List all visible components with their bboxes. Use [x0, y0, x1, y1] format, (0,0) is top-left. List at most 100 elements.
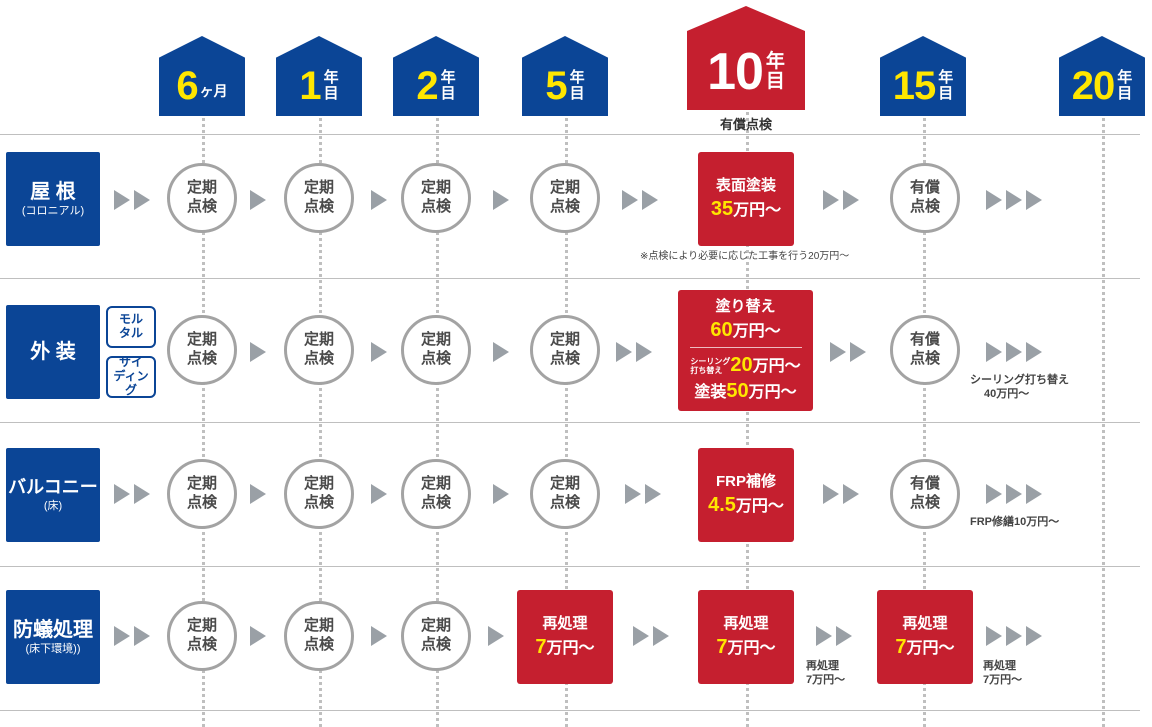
- milestone-2-year: 2 年目: [393, 36, 479, 116]
- milestone-unit: ヶ月: [199, 83, 228, 99]
- box-title: 再処理: [902, 615, 948, 633]
- milestone-5-year: 5 年目: [522, 36, 608, 116]
- arrow-group: [250, 190, 266, 210]
- arrow-group: [986, 342, 1042, 362]
- timeline-line: [746, 112, 749, 727]
- box-title: 再処理: [542, 615, 588, 633]
- arrow-group: [493, 484, 509, 504]
- row-divider: [0, 278, 1140, 279]
- box-title: FRP補修: [715, 473, 776, 491]
- timeline-line: [319, 112, 322, 727]
- milestone-number: 2: [416, 64, 438, 108]
- category-name: 屋 根: [30, 180, 76, 203]
- milestone-unit: 年目: [1117, 69, 1133, 102]
- arrow-group: [250, 626, 266, 646]
- arrow-group: [616, 342, 652, 362]
- milestone-number: 5: [545, 64, 567, 108]
- milestone-unit: 年目: [323, 69, 339, 102]
- circle-regular-inspection: 定期点検: [167, 459, 237, 529]
- circle-paid-inspection: 有償点検: [890, 163, 960, 233]
- row-divider: [0, 134, 1140, 135]
- box-title: 再処理: [723, 615, 769, 633]
- circle-regular-inspection: 定期点検: [530, 315, 600, 385]
- category-balcony: バルコニー (床): [6, 448, 100, 542]
- circle-regular-inspection: 定期点検: [401, 315, 471, 385]
- milestone-20-year: 20 年目: [1059, 36, 1145, 116]
- category-termite: 防蟻処理 (床下環境)): [6, 590, 100, 684]
- timeline-line: [1102, 112, 1105, 727]
- arrow-group: [986, 484, 1042, 504]
- circle-regular-inspection: 定期点検: [401, 163, 471, 233]
- arrow-group: [622, 190, 658, 210]
- circle-regular-inspection: 定期点検: [167, 163, 237, 233]
- arrow-group: [114, 484, 150, 504]
- arrow-group: [371, 484, 387, 504]
- arrow-group: [986, 626, 1042, 646]
- termite-retreatment-box-5y: 再処理 7万円〜: [517, 590, 613, 684]
- category-name: 外 装: [30, 341, 76, 363]
- category-name: バルコニー: [8, 477, 98, 498]
- milestone-15-year: 15 年目: [880, 36, 966, 116]
- circle-regular-inspection: 定期点検: [167, 315, 237, 385]
- termite-retreatment-box-10y: 再処理 7万円〜: [698, 590, 794, 684]
- circle-regular-inspection: 定期点検: [530, 163, 600, 233]
- circle-regular-inspection: 定期点検: [284, 459, 354, 529]
- box-title: 表面塗装: [715, 177, 776, 195]
- timeline-line: [565, 112, 568, 727]
- category-roof: 屋 根 (コロニアル): [6, 152, 100, 246]
- milestone-10-note: 有償点検: [719, 117, 772, 132]
- box-divider: [689, 346, 802, 348]
- milestone-number: 1: [299, 64, 321, 108]
- subtype-mortar: モル タル: [106, 306, 156, 348]
- circle-regular-inspection: 定期点検: [401, 601, 471, 671]
- box-price: 35万円〜: [710, 197, 782, 220]
- arrow-group: [250, 484, 266, 504]
- arrow-group: [371, 190, 387, 210]
- arrow-group: [493, 342, 509, 362]
- category-sub: (コロニアル): [21, 204, 85, 217]
- roof-note: ※点検により必要に応じた工事を行う20万円〜: [640, 251, 850, 262]
- arrow-group: [816, 626, 852, 646]
- milestone-number: 10: [707, 43, 764, 101]
- arrow-group: [488, 626, 504, 646]
- arrow-group: [250, 342, 266, 362]
- arrow-group: [371, 626, 387, 646]
- milestone-unit: 年目: [440, 69, 456, 102]
- category-exterior: 外 装: [6, 305, 100, 399]
- arrow-group: [114, 190, 150, 210]
- box-price: 4.5万円〜: [708, 493, 784, 516]
- category-sub: (床下環境)): [25, 642, 81, 655]
- milestone-number: 20: [1071, 64, 1115, 108]
- arrow-group: [114, 626, 150, 646]
- row-divider: [0, 422, 1140, 423]
- balcony-frp-repair-box: FRP補修 4.5万円〜: [698, 448, 794, 542]
- milestone-unit: 年目: [569, 69, 585, 102]
- paint-price: 塗装50万円〜: [694, 379, 797, 402]
- arrow-group: [625, 484, 661, 504]
- timeline-line: [923, 112, 926, 727]
- roof-surface-painting-box: 表面塗装 35万円〜: [698, 152, 794, 246]
- box-price: 7万円〜: [895, 635, 955, 658]
- circle-regular-inspection: 定期点検: [401, 459, 471, 529]
- milestone-unit: 年目: [765, 51, 785, 92]
- milestone-number: 6: [176, 64, 198, 108]
- milestone-6-months: 6 ヶ月: [159, 36, 245, 116]
- category-sub: (床): [43, 499, 63, 512]
- circle-regular-inspection: 定期点検: [284, 601, 354, 671]
- arrow-group: [493, 190, 509, 210]
- arrow-group: [633, 626, 669, 646]
- arrow-group: [830, 342, 866, 362]
- box-price: 7万円〜: [716, 635, 776, 658]
- row-divider: [0, 566, 1140, 567]
- subtype-siding: サイ ディング: [106, 355, 156, 398]
- timeline-line: [202, 112, 205, 727]
- arrow-group: [986, 190, 1042, 210]
- milestone-10-year: 10 年目: [687, 6, 805, 110]
- circle-regular-inspection: 定期点検: [284, 163, 354, 233]
- arrow-group: [371, 342, 387, 362]
- termite-retreatment-box-15y: 再処理 7万円〜: [877, 590, 973, 684]
- milestone-1-year: 1 年目: [276, 36, 362, 116]
- arrow-group: [823, 190, 859, 210]
